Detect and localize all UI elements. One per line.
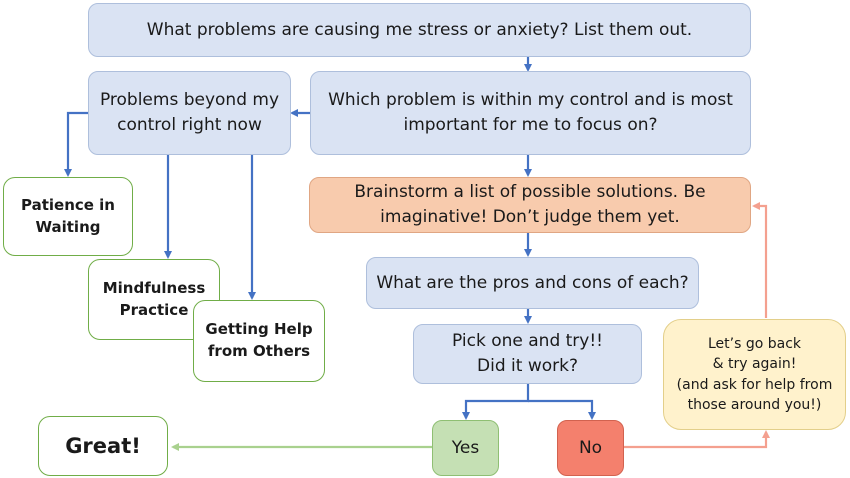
getting-help-box: Getting Help from Others	[193, 300, 325, 382]
arrow-pick-to-yes	[462, 384, 530, 420]
great-box: Great!	[38, 416, 168, 476]
title-box: What problems are causing me stress or a…	[88, 3, 751, 57]
arrow-beyond-to-patience	[64, 111, 88, 177]
arrow-pick-to-no	[528, 399, 596, 420]
no-box: No	[557, 420, 624, 476]
pick-one-box: Pick one and try!! Did it work?	[413, 324, 642, 384]
within-control-box: Which problem is within my control and i…	[310, 71, 751, 155]
pros-cons-box: What are the pros and cons of each?	[366, 257, 699, 309]
arrow-goback-to-brainstorm	[752, 202, 768, 318]
mindfulness-practice-box: Mindfulness Practice	[88, 259, 220, 340]
patience-in-waiting-box: Patience in Waiting	[3, 177, 133, 256]
brainstorm-box: Brainstorm a list of possible solutions.…	[309, 177, 751, 233]
yes-box: Yes	[432, 420, 499, 476]
go-back-box: Let’s go back & try again! (and ask for …	[663, 319, 846, 430]
arrow-no-to-goback	[624, 430, 770, 449]
beyond-control-box: Problems beyond my control right now	[88, 71, 291, 155]
